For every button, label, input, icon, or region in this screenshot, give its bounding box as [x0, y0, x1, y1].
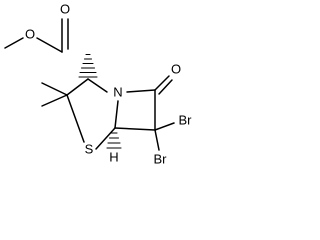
- hashed-bond-c3-to-ester: [78, 53, 98, 78]
- atom-label-ring-sulfur: S: [85, 141, 94, 156]
- bond-c6-to-c5: [114, 127, 156, 131]
- atom-label-bromine-upper: Br: [179, 112, 193, 127]
- atom-label-ester-carbonyl-oxygen: O: [60, 1, 70, 16]
- bond-lactam-carbonyl-double-b: [158, 79, 173, 95]
- bond-c3-to-c2: [66, 78, 89, 96]
- bond-c6-to-bromine-lower: [154, 129, 160, 151]
- hashed-bond-c5-to-hydrogen: [106, 132, 122, 149]
- bond-lactam-carbonyl-double-a: [154, 75, 170, 91]
- bond-c2-to-methyl-lower: [41, 94, 68, 107]
- molecule-structure: O O N O S H Br Br: [4, 1, 193, 166]
- bond-c6-to-bromine-upper: [154, 122, 175, 131]
- bond-nitrogen-to-c5: [114, 100, 119, 129]
- bond-sulfur-to-c5: [95, 127, 116, 150]
- atom-label-ester-ether-oxygen: O: [25, 26, 35, 41]
- bond-ether-oxygen-to-carbonyl-carbon: [36, 37, 63, 53]
- bond-nitrogen-to-c7: [126, 89, 156, 93]
- bond-c2-to-sulfur: [66, 94, 85, 143]
- atom-label-stereo-hydrogen: H: [109, 149, 118, 164]
- atom-label-ring-nitrogen: N: [113, 84, 122, 99]
- bond-methyl-to-ether-oxygen: [4, 37, 24, 49]
- atom-label-bromine-lower: Br: [154, 151, 168, 166]
- bond-c3-to-nitrogen: [87, 78, 108, 93]
- bond-c2-to-methyl-upper: [41, 82, 68, 96]
- atom-label-lactam-oxygen: O: [171, 61, 181, 76]
